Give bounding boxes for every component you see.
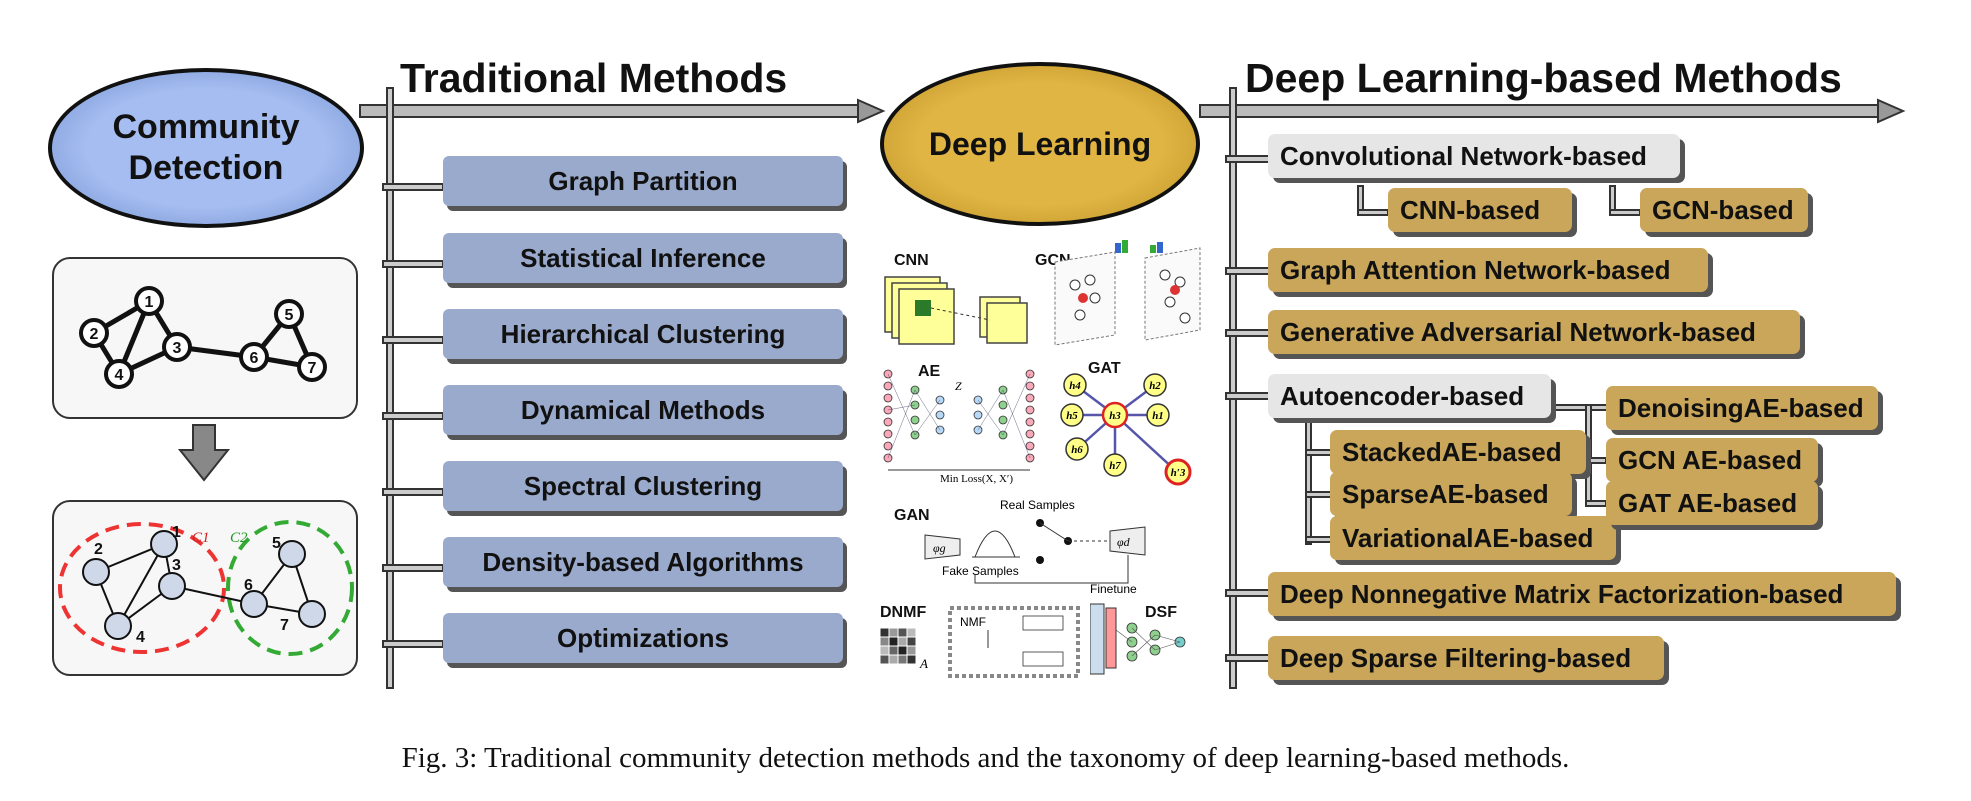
traditional-title: Traditional Methods [400,55,788,101]
dl-gat-based: Graph Attention Network-based [1268,248,1708,292]
dnmf-thumbnail: DNMF A NMF [879,604,1080,678]
dl-conv-network: Convolutional Network-based [1268,134,1680,178]
ae-thumb-label: AE [918,363,941,380]
gat-node-h4: h4 [1069,380,1081,392]
community-node-4: 4 [136,629,145,646]
community-node-1: 1 [172,524,181,541]
gat-node-h2: h2 [1149,380,1161,392]
trad-hierarchical-clustering: Hierarchical Clustering [443,309,843,359]
dsf-thumb-label: DSF [1145,604,1177,621]
community-label-c1: C1 [192,530,210,546]
dl-deep-nmf: Deep Nonnegative Matrix Factorization-ba… [1268,572,1896,616]
gat-thumbnail: GAT h4 h2 h5 h3 h1 h6 h7 h′3 [1060,360,1192,486]
dl-stacked-ae: StackedAE-based [1330,430,1586,474]
gcn-thumbnail: GCN [1035,240,1201,346]
dsf-thumbnail: DSF [1090,603,1186,675]
community-label-c2: C2 [230,530,248,546]
gan-finetune-label: Finetune [1090,582,1137,595]
dnmf-a-label: A [919,656,928,671]
community-node-3: 3 [172,557,181,574]
graph-node-5: 5 [285,307,294,324]
dl-autoencoder-based: Autoencoder-based [1268,374,1551,418]
graph-node-1: 1 [145,294,154,311]
dl-cnn-based: CNN-based [1388,188,1572,232]
gan-g-label: φg [933,541,946,555]
ae-thumbnail: AE Z Min Loss(X, X′) [883,363,1035,485]
trad-spectral-clustering: Spectral Clustering [443,461,843,511]
graph-node-2: 2 [90,326,99,343]
gan-thumb-label: GAN [894,507,930,524]
gat-node-h1: h1 [1152,410,1164,422]
gan-d-label: φd [1117,535,1131,549]
dl-deep-sparse-filtering: Deep Sparse Filtering-based [1268,636,1664,680]
trad-statistical-inference: Statistical Inference [443,233,843,283]
dl-denoising-ae: DenoisingAE-based [1606,386,1878,430]
trad-density-based: Density-based Algorithms [443,537,843,587]
dl-variational-ae: VariationalAE-based [1330,516,1616,560]
input-graph-panel: 1 2 3 4 5 6 7 [52,257,358,419]
gat-node-h3-prime: h′3 [1171,467,1186,479]
gat-node-h7: h7 [1109,460,1121,472]
community-node-5: 5 [272,535,281,552]
graph-node-6: 6 [250,350,259,367]
figure-caption: Fig. 3: Traditional community detection … [401,742,1570,774]
gan-fake-label: Fake Samples [942,564,1019,578]
gat-node-h6: h6 [1071,444,1083,456]
graph-node-4: 4 [115,367,124,384]
dl-sparse-ae: SparseAE-based [1330,472,1572,516]
gat-node-h5: h5 [1066,410,1078,422]
deep-methods-title: Deep Learning-based Methods [1245,55,1842,101]
cnn-thumbnail: CNN [884,252,1028,345]
dnmf-nmf-label: NMF [960,615,986,629]
gan-real-label: Real Samples [1000,498,1075,512]
dl-gcn-based: GCN-based [1640,188,1808,232]
ae-loss-label: Min Loss(X, X′) [940,473,1013,485]
ae-z-label: Z [955,379,962,393]
graph-node-7: 7 [308,360,317,377]
community-detection-ellipse: Community Detection [48,68,364,228]
deep-learning-ellipse: Deep Learning [880,62,1200,226]
dl-gcn-ae: GCN AE-based [1606,438,1818,482]
cnn-thumb-label: CNN [894,252,929,269]
trad-optimizations: Optimizations [443,613,843,663]
trad-dynamical-methods: Dynamical Methods [443,385,843,435]
trad-graph-partition: Graph Partition [443,156,843,206]
community-node-7: 7 [280,617,289,634]
dnmf-thumb-label: DNMF [880,604,926,621]
gat-thumb-label: GAT [1088,360,1121,377]
communities-panel: 1 2 3 4 5 6 7 C1 C2 [52,500,358,676]
dl-gat-ae: GAT AE-based [1606,481,1818,525]
community-detection-label: Community Detection [112,108,300,187]
community-node-2: 2 [94,541,103,558]
gan-thumbnail: GAN Real Samples φg φd Fake Samples Fine… [894,498,1146,595]
graph-node-3: 3 [173,340,182,357]
deep-learning-label: Deep Learning [928,125,1152,162]
gat-node-h3: h3 [1109,410,1121,422]
community-graph: 1 2 3 4 5 6 7 C1 C2 [58,520,354,656]
community-node-6: 6 [244,577,253,594]
input-graph: 1 2 3 4 5 6 7 [79,286,327,389]
dl-gan-based: Generative Adversarial Network-based [1268,310,1800,354]
